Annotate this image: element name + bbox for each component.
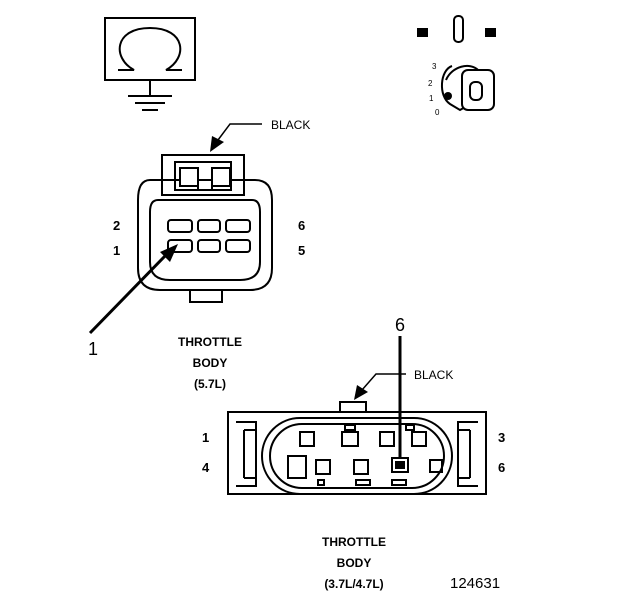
- callout-1-leader: [88, 253, 168, 335]
- callout-1-arrowhead: [160, 244, 178, 262]
- lower-connector-leader: [361, 373, 406, 391]
- upper-caption-line-1: THROTTLE: [178, 335, 242, 349]
- key-position-2: 2: [428, 79, 433, 88]
- key-position-1: 1: [429, 94, 434, 103]
- lower-pin-label-6: 6: [498, 460, 505, 475]
- key-position-3: 3: [432, 62, 437, 71]
- upper-wire-color-label: BLACK: [271, 118, 310, 132]
- upper-connector-housing: [137, 154, 273, 303]
- upper-connector-pins: [167, 219, 251, 253]
- upper-pin-label-1: 1: [113, 243, 120, 258]
- ohmmeter-ground-icon: [104, 17, 196, 111]
- lower-wire-color-label: BLACK: [414, 368, 453, 382]
- lower-pin-label-3: 3: [498, 430, 505, 445]
- lower-pin-6-fill: [395, 461, 405, 469]
- lower-connector-arrowhead: [354, 385, 368, 400]
- lower-connector-housing: [227, 401, 487, 495]
- upper-caption-line-2: BODY: [193, 356, 228, 370]
- figure-id: 124631: [450, 575, 500, 592]
- callout-1-label: 1: [88, 339, 98, 359]
- lower-caption-line-1: THROTTLE: [322, 535, 386, 549]
- lower-pin-label-4: 4: [202, 460, 210, 475]
- lower-pin-label-1: 1: [202, 430, 209, 445]
- upper-connector-arrowhead: [210, 136, 224, 152]
- lower-caption-line-2: BODY: [337, 556, 372, 570]
- upper-caption-line-3: (5.7L): [194, 377, 226, 391]
- lower-connector-pins: [287, 424, 443, 486]
- upper-pin-label-2: 2: [113, 218, 120, 233]
- upper-connector-leader: [217, 123, 262, 141]
- upper-pin-label-5: 5: [298, 243, 305, 258]
- lower-caption-line-3: (3.7L/4.7L): [324, 577, 383, 591]
- key-position-0: 0: [435, 108, 440, 117]
- ignition-key-icon: [417, 15, 496, 112]
- callout-6-label: 6: [395, 315, 405, 335]
- upper-pin-label-6: 6: [298, 218, 305, 233]
